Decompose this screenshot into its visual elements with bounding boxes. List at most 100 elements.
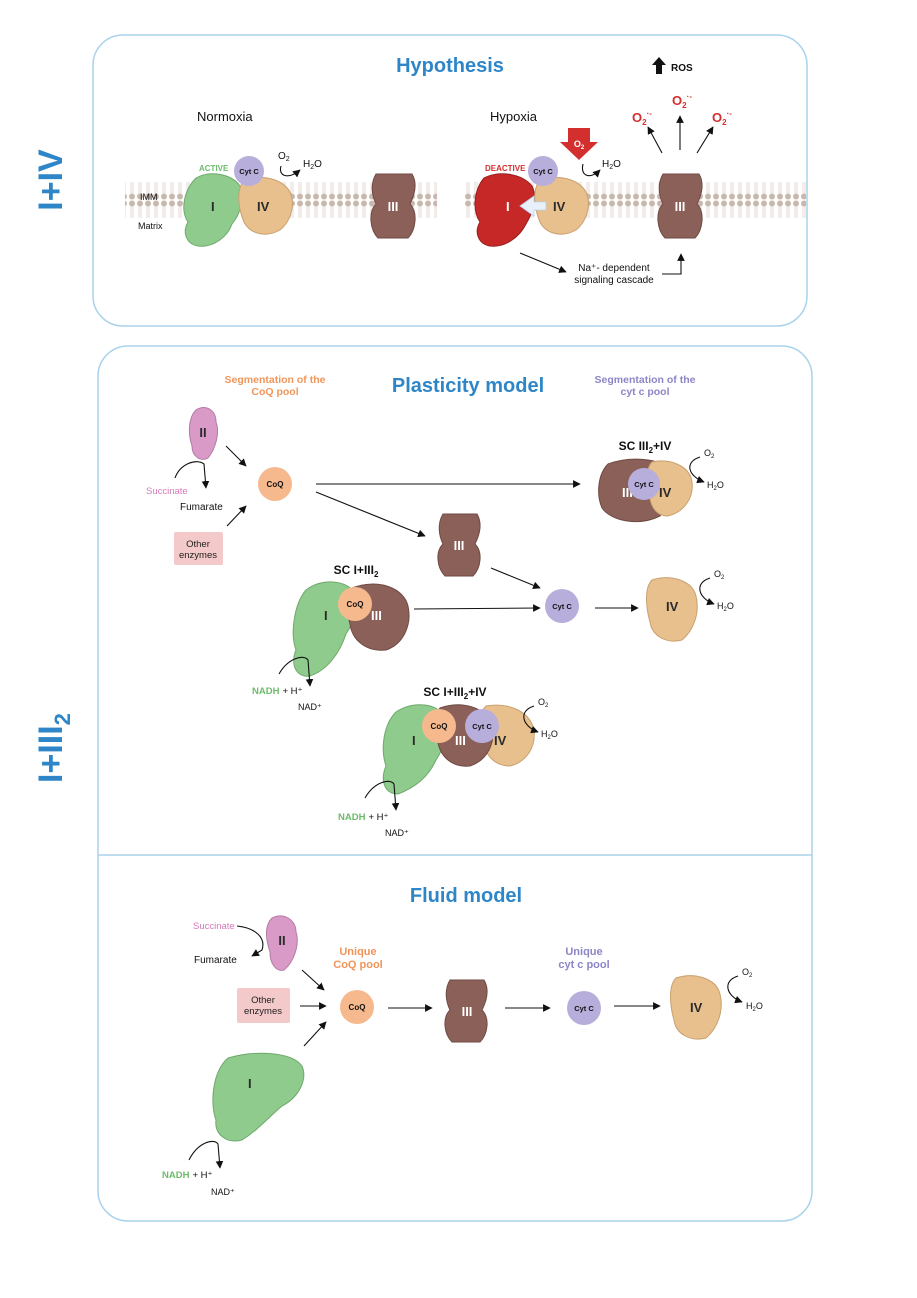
succinate-arrow-plasticity [174,461,210,489]
h2o-fluid: H2O [746,1001,763,1013]
svg-text:III: III [455,733,466,748]
nadh-sc-i-iii-iv: NADH+ H⁺ [338,812,389,823]
active-label: ACTIVE [199,164,229,173]
ii-to-coq-arrow-fluid [301,969,325,991]
i-to-coq-arrow-fluid [303,1021,327,1047]
o2-to-h2o-arrow-normoxia [279,165,301,178]
ii-to-coq-arrow [225,445,247,467]
cascade-arrow-in [519,252,567,273]
svg-text:I: I [506,199,510,214]
svg-text:IV: IV [494,733,507,748]
complex-iv-plasticity: IV [646,577,698,642]
coq-to-iii-arrow [315,491,426,537]
nad-fluid: NAD⁺ [211,1187,235,1197]
plasticity-title: Plasticity model [392,375,544,397]
o2-sc-iii-iv: O2 [704,448,715,460]
svg-text:III: III [622,485,633,500]
svg-text:IV: IV [659,485,672,500]
svg-text:Cyt C: Cyt C [472,722,492,731]
separation-arrow-icon [519,195,547,217]
svg-text:Cyt C: Cyt C [634,480,654,489]
nadh-arrow-fluid [188,1140,224,1169]
svg-text:III: III [371,608,382,623]
deactive-label: DEACTIVE [485,164,526,173]
o2-h2o-arrow-fluid [727,975,743,1004]
ros-up-arrow-icon [652,57,666,74]
svg-text:O2: O2 [574,139,585,151]
superoxide-left: O2·- [632,109,652,127]
succinate-fluid: Succinate [193,921,235,932]
side-label-i-iv: I+IV [32,149,70,211]
complex-iv-fluid: IV [670,975,722,1040]
svg-text:CoQ: CoQ [349,1003,366,1012]
side-label-i-iii2: I+III2 [32,713,75,783]
fluid-title: Fluid model [410,885,522,907]
superoxide-middle: O2·- [672,92,692,110]
succinate-arrow-fluid [236,925,264,957]
svg-text:Cyt C: Cyt C [574,1004,594,1013]
svg-text:Cyt C: Cyt C [239,167,259,176]
nadh-arrow-sc-i-iii [278,656,314,687]
iii-to-cytc-arrow [490,567,541,589]
cytc-fluid: Cyt C [567,991,601,1025]
complex-ii-plasticity: II [188,407,219,460]
o2-normoxia: O2 [278,151,290,163]
cytc-plasticity: Cyt C [545,589,579,623]
sc-i-iii2-label: SC I+III2 [334,563,379,579]
o2-to-h2o-arrow-hypoxia [581,163,601,178]
normoxia-label: Normoxia [197,109,253,124]
models-panel [97,345,813,1222]
svg-text:CoQ: CoQ [267,480,284,489]
complex-iii-hypoxia: III [657,173,703,239]
o2-iv-plasticity: O2 [714,569,725,581]
svg-text:IV: IV [553,199,566,214]
fumarate-to-coq-arrow [226,505,247,527]
svg-text:III: III [454,538,465,553]
sc-i-iii2-iv-complex: I III IV CoQ Cyt C [382,704,535,795]
complex-iii-normoxia: III [370,173,416,239]
o2-h2o-arrow-sc-i-iii-iv [523,705,539,734]
coq-fluid: CoQ [340,990,374,1024]
sc-i-iii2-iv-label: SC I+III2+IV [423,685,486,701]
h2o-iv-plasticity: H2O [717,601,734,613]
svg-text:CoQ: CoQ [431,722,448,731]
complex-iii-plasticity: III [437,513,481,577]
sc-iii2-iv-complex: III IV Cyt C [598,458,693,522]
svg-text:I: I [324,608,328,623]
complex-ii-fluid: II [266,915,298,971]
sc-iii2-iv-label: SC III2+IV [619,439,672,455]
hypothesis-panel [92,34,808,327]
sc-i-iii2-complex: I III CoQ [292,581,410,677]
svg-text:III: III [388,199,399,214]
h2o-hypoxia: H2O [602,159,621,171]
complex-i-normoxia: I [183,173,243,247]
nadh-arrow-sc-i-iii-iv [364,780,400,811]
h2o-sc-iii-iv: H2O [707,480,724,492]
complex-iv-normoxia: IV [238,176,293,235]
svg-text:CoQ: CoQ [347,600,364,609]
svg-text:I: I [248,1076,252,1091]
svg-text:II: II [278,933,285,948]
svg-text:I: I [211,199,215,214]
svg-text:IV: IV [666,599,679,614]
hypoxia-label: Hypoxia [490,109,538,124]
fumarate-plasticity: Fumarate [180,502,223,513]
svg-text:I: I [412,733,416,748]
svg-text:IV: IV [257,199,270,214]
ros-label: ROS [671,63,693,74]
sc-i-iii-to-cytc-arrow [413,604,541,612]
complex-i-hypoxia: I [474,173,535,247]
imm-label: IMM [140,192,158,202]
hypothesis-title: Hypothesis [396,55,504,77]
svg-text:IV: IV [690,1000,703,1015]
succinate-plasticity: Succinate [146,486,188,497]
